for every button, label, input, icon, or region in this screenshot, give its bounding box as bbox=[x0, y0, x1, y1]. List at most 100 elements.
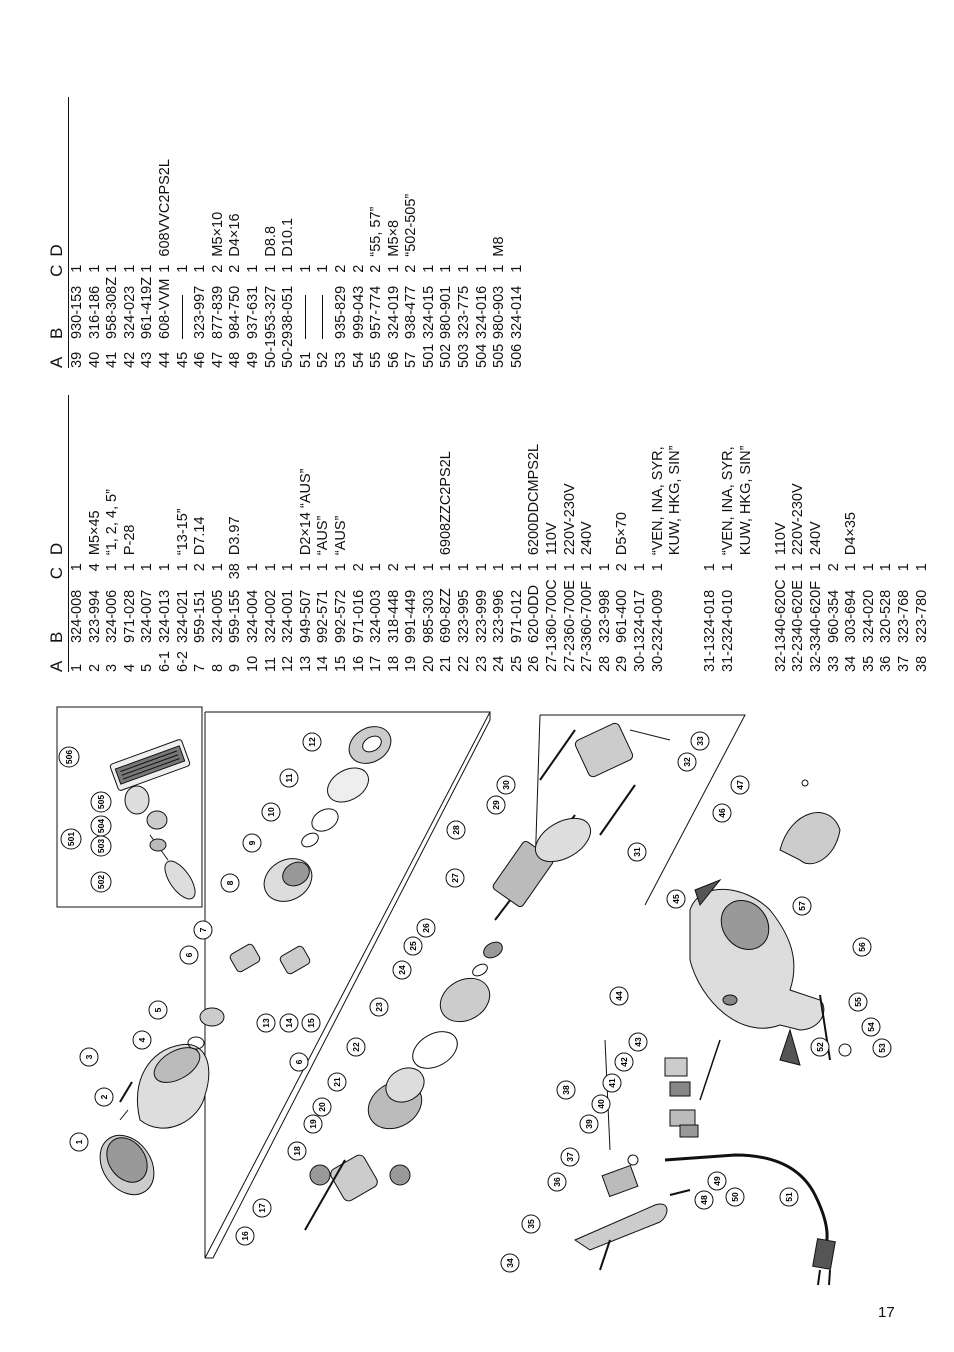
callout-22: 22 bbox=[346, 1037, 366, 1057]
callout-circle bbox=[779, 1187, 799, 1207]
callout-52: 52 bbox=[810, 1037, 830, 1057]
callout-circle bbox=[556, 1080, 576, 1100]
callout-29: 29 bbox=[486, 795, 506, 815]
callout-circle bbox=[614, 1052, 634, 1072]
callout-label: 48 bbox=[699, 1195, 709, 1205]
callout-label: 32 bbox=[682, 757, 692, 767]
callout-25: 25 bbox=[403, 936, 423, 956]
callout-label: 38 bbox=[561, 1085, 571, 1095]
callout-6: 6 bbox=[289, 1052, 309, 1072]
callout-circle bbox=[591, 1094, 611, 1114]
switch-parts-drawing bbox=[604, 1039, 721, 1151]
callout-circle bbox=[547, 1172, 567, 1192]
callout-circle bbox=[872, 1038, 892, 1058]
callout-label: 37 bbox=[565, 1152, 575, 1162]
callout-label: 14 bbox=[284, 1018, 294, 1028]
callout-24: 24 bbox=[392, 960, 412, 980]
callout-label: 56 bbox=[857, 942, 867, 952]
callout-label: 504 bbox=[96, 819, 106, 833]
callout-label: 28 bbox=[451, 825, 461, 835]
callout-label: 26 bbox=[421, 923, 431, 933]
callout-6: 6 bbox=[179, 945, 199, 965]
callout-label: 33 bbox=[695, 736, 705, 746]
callout-53: 53 bbox=[872, 1038, 892, 1058]
handle-drawing bbox=[573, 1154, 691, 1271]
callout-label: 57 bbox=[797, 901, 807, 911]
callout-label: 54 bbox=[866, 1022, 876, 1032]
callout-15: 15 bbox=[301, 1013, 321, 1033]
stator-drawing bbox=[539, 722, 671, 836]
callout-circle bbox=[496, 775, 516, 795]
callout-9: 9 bbox=[242, 833, 262, 853]
callout-26: 26 bbox=[416, 918, 436, 938]
callout-circle bbox=[694, 1190, 714, 1210]
callout-label: 29 bbox=[491, 800, 501, 810]
callout-circle bbox=[90, 871, 112, 893]
ring-drawing bbox=[199, 1007, 225, 1027]
callout-circle bbox=[261, 802, 281, 822]
callout-43: 43 bbox=[628, 1032, 648, 1052]
callout-label: 41 bbox=[607, 1078, 617, 1088]
callout-4: 4 bbox=[132, 1030, 152, 1050]
callout-circle bbox=[94, 1087, 114, 1107]
callout-circle bbox=[193, 920, 213, 940]
callout-27: 27 bbox=[445, 868, 465, 888]
callout-label: 5 bbox=[153, 1007, 163, 1012]
callout-label: 42 bbox=[619, 1057, 629, 1067]
o-ring-drawing bbox=[187, 1036, 205, 1050]
callout-33: 33 bbox=[690, 731, 710, 751]
callout-11: 11 bbox=[279, 768, 299, 788]
callout-label: 13 bbox=[261, 1018, 271, 1028]
callout-circle bbox=[132, 1030, 152, 1050]
callout-circle bbox=[58, 746, 80, 768]
callout-30: 30 bbox=[496, 775, 516, 795]
front-cap-drawing bbox=[99, 1134, 155, 1196]
callout-46: 46 bbox=[712, 803, 732, 823]
gear-case-drawing bbox=[119, 1043, 210, 1129]
callout-label: 40 bbox=[596, 1099, 606, 1109]
callout-10: 10 bbox=[261, 802, 281, 822]
callout-label: 44 bbox=[614, 991, 624, 1001]
callout-circle bbox=[852, 937, 872, 957]
callout-label: 502 bbox=[96, 875, 106, 889]
callout-circle bbox=[810, 1037, 830, 1057]
screw-drawing bbox=[119, 1081, 133, 1103]
callout-label: 51 bbox=[784, 1192, 794, 1202]
callout-circle bbox=[560, 1147, 580, 1167]
callout-label: 23 bbox=[374, 1002, 384, 1012]
callout-circle bbox=[446, 820, 466, 840]
callout-41: 41 bbox=[602, 1073, 622, 1093]
callout-circle bbox=[730, 775, 750, 795]
callout-label: 36 bbox=[552, 1177, 562, 1187]
callout-circle bbox=[486, 795, 506, 815]
callout-circle bbox=[392, 960, 412, 980]
callout-16: 16 bbox=[235, 1226, 255, 1246]
callout-circle bbox=[287, 1141, 307, 1161]
callout-label: 47 bbox=[735, 780, 745, 790]
callout-2: 2 bbox=[94, 1087, 114, 1107]
callout-circle bbox=[346, 1037, 366, 1057]
callout-circle bbox=[252, 1198, 272, 1218]
callout-label: 19 bbox=[308, 1119, 318, 1129]
callout-circle bbox=[627, 842, 647, 862]
callout-49: 49 bbox=[707, 1171, 727, 1191]
callout-label: 17 bbox=[257, 1203, 267, 1213]
callout-circle bbox=[579, 1114, 599, 1134]
callout-label: 21 bbox=[332, 1077, 342, 1087]
callout-35: 35 bbox=[521, 1214, 541, 1234]
callout-13: 13 bbox=[256, 1013, 276, 1033]
callout-label: 10 bbox=[266, 807, 276, 817]
callout-label: 8 bbox=[225, 880, 235, 885]
callout-34: 34 bbox=[500, 1253, 520, 1273]
callout-55: 55 bbox=[848, 992, 868, 1012]
callout-label: 52 bbox=[815, 1042, 825, 1052]
callout-31: 31 bbox=[627, 842, 647, 862]
callout-circle bbox=[90, 815, 112, 837]
housing-drawing bbox=[689, 779, 852, 1066]
callout-36: 36 bbox=[547, 1172, 567, 1192]
callout-21: 21 bbox=[327, 1072, 347, 1092]
callout-circle bbox=[60, 828, 82, 850]
callout-label: 505 bbox=[96, 795, 106, 809]
callout-505: 505 bbox=[90, 791, 112, 813]
